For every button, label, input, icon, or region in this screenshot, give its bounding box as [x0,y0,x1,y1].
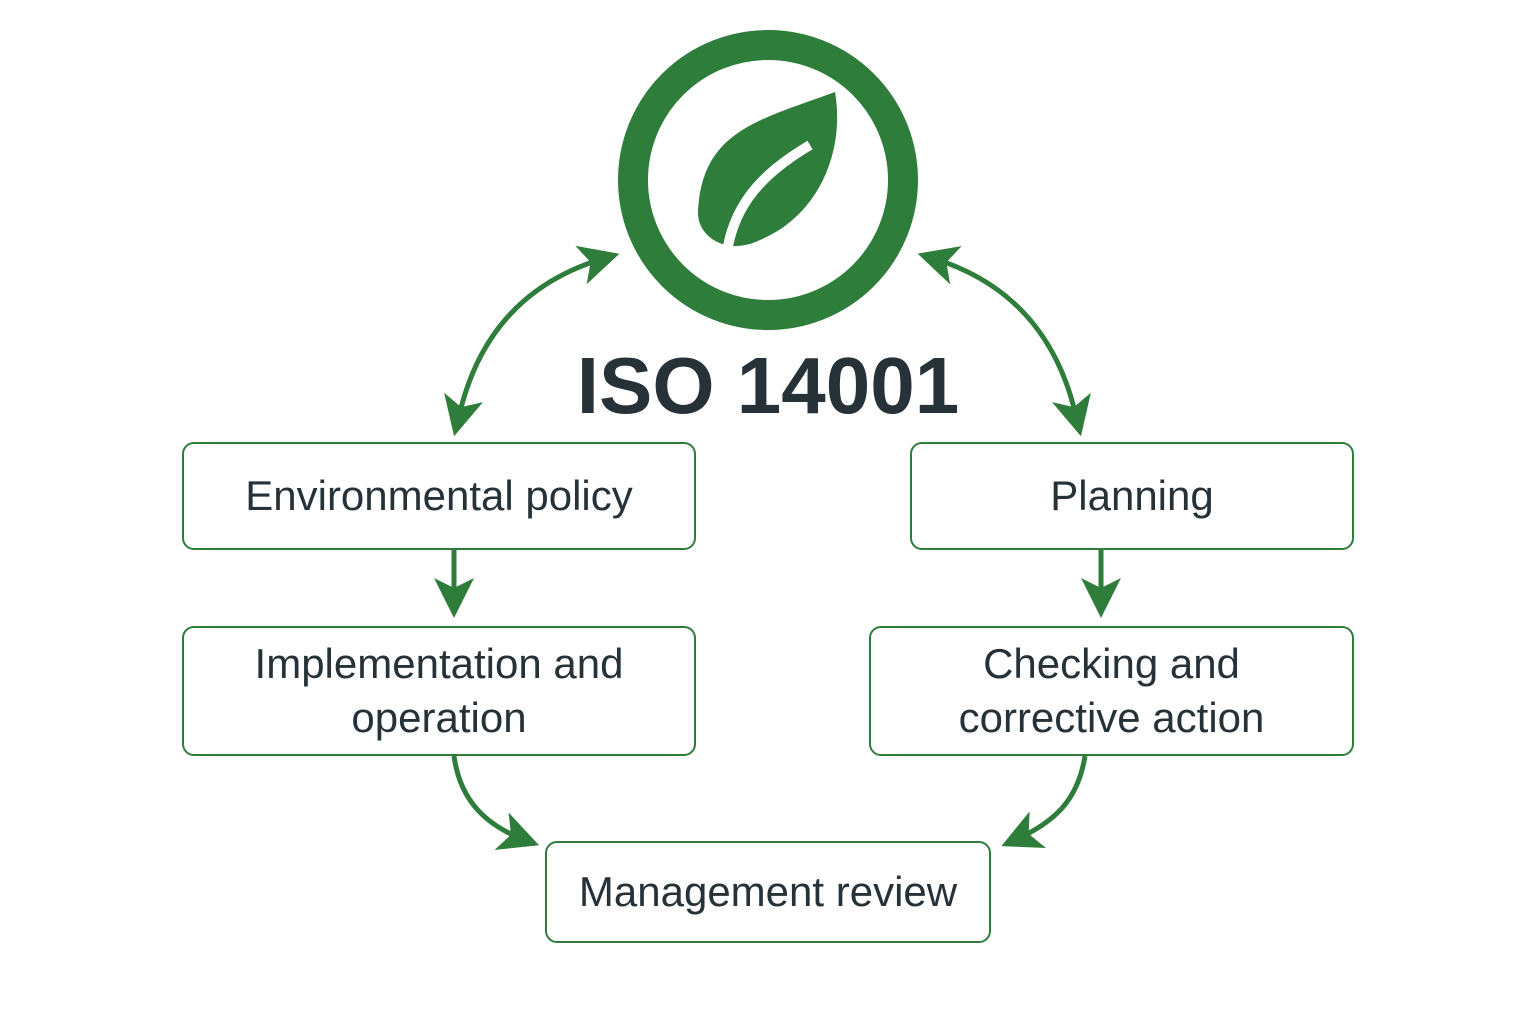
arrow-logo-policy [444,245,620,437]
step-implementation: Implementation and operation [182,626,696,756]
step-environmental-policy: Environmental policy [182,442,696,550]
leaf-icon [698,92,838,246]
page-title: ISO 14001 [576,341,960,430]
arrow-implementation-review [451,755,540,850]
step-management-review: Management review [545,841,991,943]
arrow-checking-review [1001,755,1088,848]
logo [618,30,918,330]
arrow-logo-planning [917,246,1091,437]
step-checking: Checking and corrective action [869,626,1354,756]
step-planning: Planning [910,442,1354,550]
